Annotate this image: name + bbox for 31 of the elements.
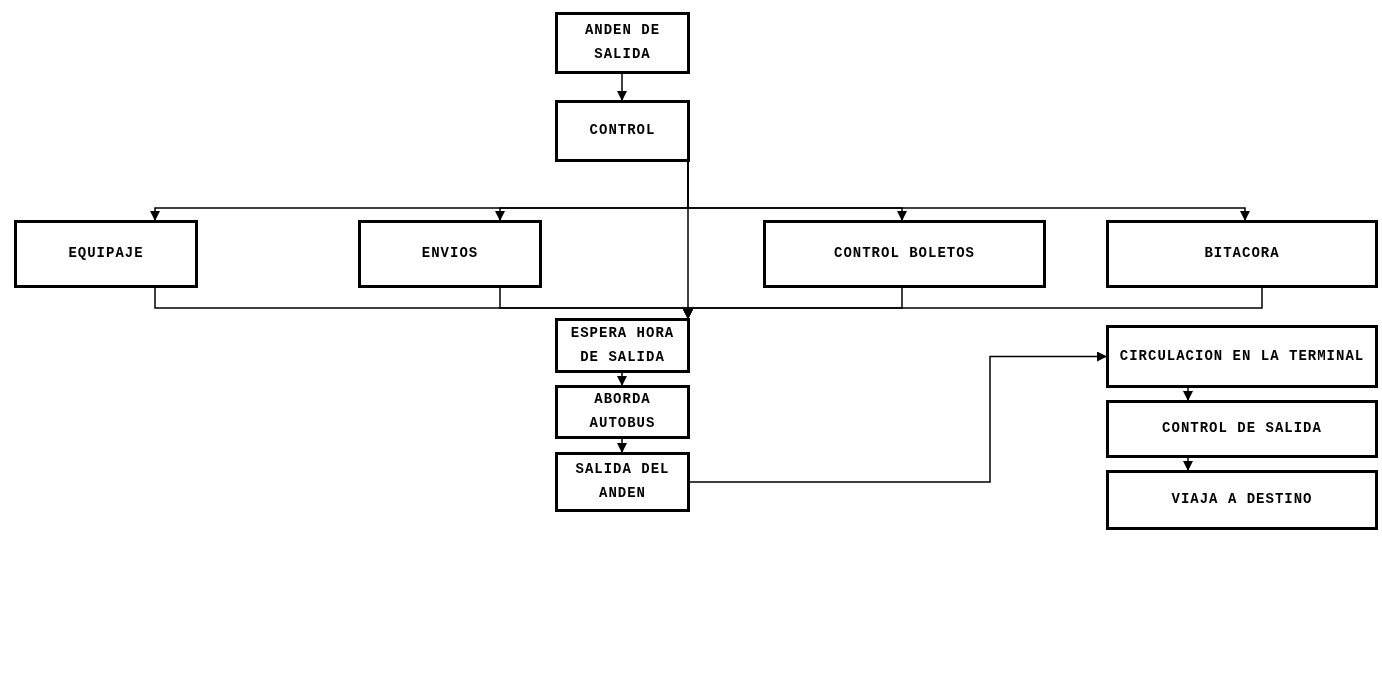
process-box [555, 12, 690, 74]
arrow [1183, 457, 1193, 471]
process-box [1106, 325, 1378, 388]
arrow [617, 438, 627, 453]
box-label: ESPERA HORA DE SALIDA [569, 323, 676, 367]
process-box [555, 385, 690, 439]
arrow [617, 372, 627, 386]
process-box [555, 318, 690, 373]
box-label: ENVIOS [421, 244, 479, 264]
box-label: ANDEN DE SALIDA [583, 21, 662, 64]
arrow [689, 351, 1107, 483]
process-box [555, 100, 690, 162]
arrow [683, 287, 1263, 319]
box-label: BITACORA [1204, 244, 1280, 264]
box-label: VIAJA A DESTINO [1171, 490, 1313, 510]
process-box [763, 220, 1046, 288]
process-box [358, 220, 542, 288]
process-box [14, 220, 198, 288]
process-box [1106, 220, 1378, 288]
box-label: CONTROL [589, 121, 656, 141]
process-box [1106, 470, 1378, 530]
box-label: CONTROL BOLETOS [834, 244, 975, 264]
arrow [1183, 387, 1193, 401]
box-label: CIRCULACION EN LA TERMINAL [1119, 346, 1365, 366]
arrow [617, 73, 627, 101]
box-label: EQUIPAJE [68, 244, 144, 264]
process-box [555, 452, 690, 512]
process-box [1106, 400, 1378, 458]
box-label: ABORDA AUTOBUS [588, 390, 657, 433]
box-label: CONTROL DE SALIDA [1162, 419, 1322, 439]
box-label: SALIDA DEL ANDEN [574, 460, 671, 503]
